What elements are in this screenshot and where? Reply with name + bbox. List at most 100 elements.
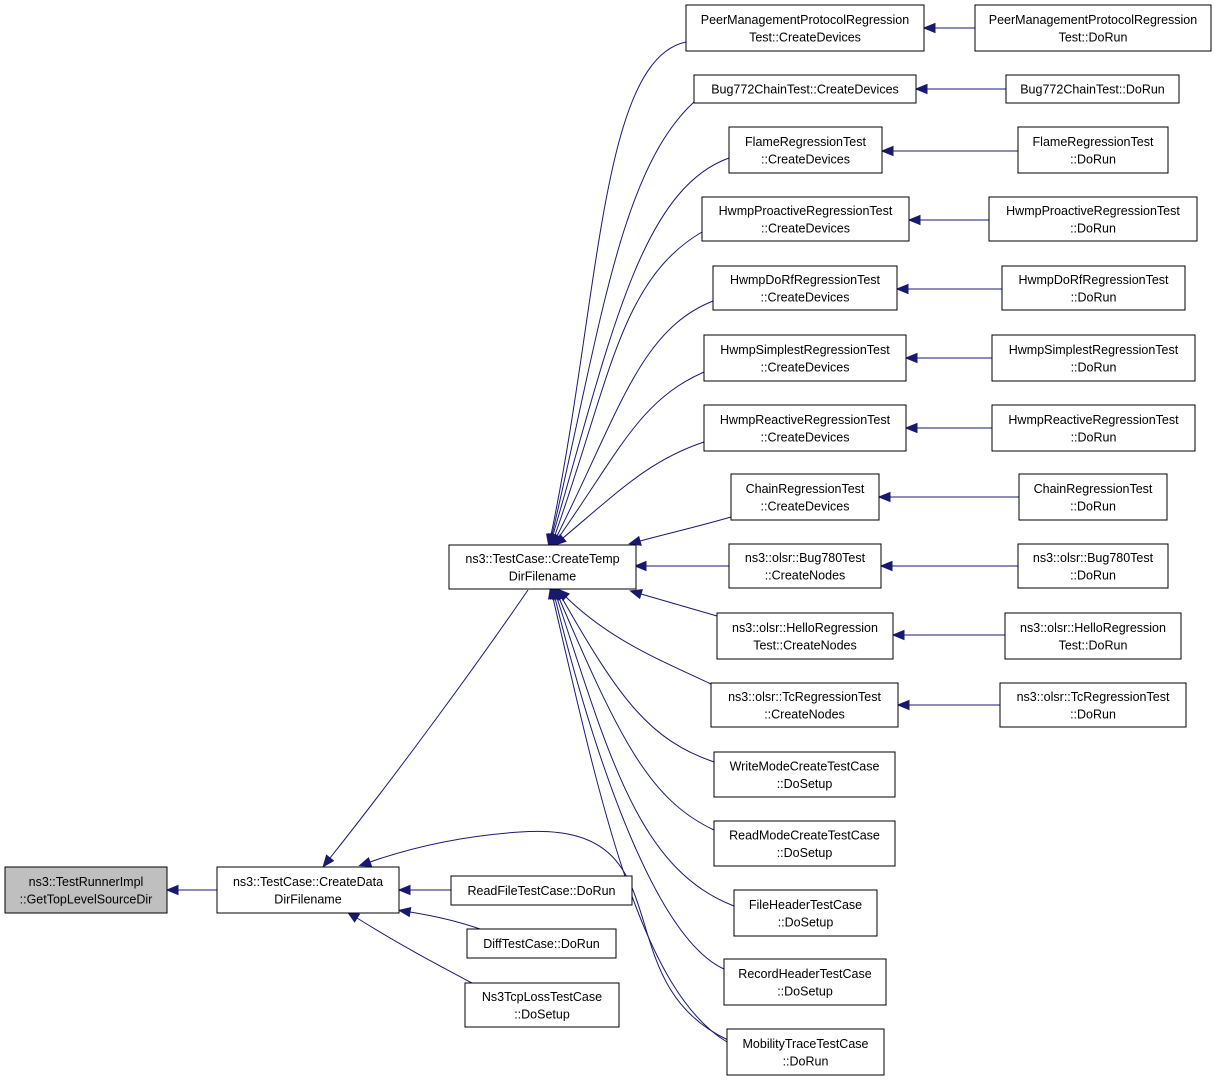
node-bug780-cn[interactable]: ns3::olsr::Bug780Test::CreateNodes <box>728 543 882 589</box>
arrowhead-icon <box>907 214 921 226</box>
node-label-line: FlameRegressionTest <box>1033 135 1154 149</box>
node-label-line: DiffTestCase::DoRun <box>483 937 600 951</box>
node-label-line: Ns3TcpLossTestCase <box>482 990 602 1004</box>
node-box <box>730 473 880 521</box>
node-mob[interactable]: MobilityTraceTestCase::DoRun <box>726 1028 885 1076</box>
node-hdorf-cd[interactable]: HwmpDoRfRegressionTest::CreateDevices <box>712 265 898 311</box>
arrowhead-icon <box>914 83 928 95</box>
node-box <box>1017 543 1169 589</box>
arrowhead-icon <box>397 884 411 896</box>
node-box <box>450 875 633 906</box>
node-wmc[interactable]: WriteModeCreateTestCase::DoSetup <box>713 751 896 798</box>
edge-hdorf_cd-to-temp <box>551 300 714 547</box>
node-label-line: Test::DoRun <box>1059 638 1128 652</box>
edge-mob-to-data <box>358 830 729 1041</box>
node-hpro-cd[interactable]: HwmpProactiveRegressionTest::CreateDevic… <box>701 196 910 242</box>
node-label-line: HwmpReactiveRegressionTest <box>1008 413 1179 427</box>
node-label-line: FileHeaderTestCase <box>749 898 862 912</box>
arrowhead-icon <box>880 145 894 157</box>
node-box <box>713 820 896 867</box>
node-box <box>464 982 620 1028</box>
node-diff[interactable]: DiffTestCase::DoRun <box>466 928 617 959</box>
edge-bug780_run-to-bug780_cn <box>879 560 1019 572</box>
node-label-line: RecordHeaderTestCase <box>738 967 871 981</box>
node-chain-run[interactable]: ChainRegressionTest::DoRun <box>1018 473 1168 521</box>
node-tc-cn[interactable]: ns3::olsr::TcRegressionTest::CreateNodes <box>710 682 899 728</box>
node-label-line: Test::CreateDevices <box>749 30 861 44</box>
node-rh[interactable]: RecordHeaderTestCase::DoSetup <box>723 958 887 1006</box>
node-pmp-cd[interactable]: PeerManagementProtocolRegressionTest::Cr… <box>685 4 925 52</box>
node-pmp-run[interactable]: PeerManagementProtocolRegressionTest::Do… <box>974 4 1212 52</box>
node-bug772-cd[interactable]: Bug772ChainTest::CreateDevices <box>693 74 917 104</box>
node-bug772-run[interactable]: Bug772ChainTest::DoRun <box>1005 74 1180 104</box>
arrowhead-icon <box>165 884 179 896</box>
edge-line <box>561 597 715 763</box>
node-chain-cd[interactable]: ChainRegressionTest::CreateDevices <box>730 473 880 521</box>
node-flame-run[interactable]: FlameRegressionTest::DoRun <box>1017 126 1169 174</box>
node-box <box>712 265 898 311</box>
node-label-line: PeerManagementProtocolRegression <box>989 13 1197 27</box>
edge-data-to-root <box>165 884 217 896</box>
node-label-line: DirFilename <box>274 892 341 906</box>
edge-line <box>639 516 732 542</box>
node-flame-cd[interactable]: FlameRegressionTest::CreateDevices <box>728 126 883 174</box>
node-label-line: ns3::olsr::HelloRegression <box>732 621 878 635</box>
node-label-line: HwmpProactiveRegressionTest <box>719 204 893 218</box>
node-hreac-cd[interactable]: HwmpReactiveRegressionTest::CreateDevice… <box>703 404 907 452</box>
node-label-line: ::CreateDevices <box>761 360 850 374</box>
node-label-line: Bug772ChainTest::DoRun <box>1020 83 1165 97</box>
node-box <box>1001 265 1186 311</box>
edge-hreac_cd-to-temp <box>553 441 705 546</box>
node-label-line: ::DoSetup <box>778 915 834 929</box>
edge-hpro_cd-to-temp <box>550 231 703 547</box>
arrowhead-icon <box>877 491 891 503</box>
node-bug780-run[interactable]: ns3::olsr::Bug780Test::DoRun <box>1017 543 1169 589</box>
arrowhead-icon <box>896 699 910 711</box>
edge-rf-to-data <box>397 884 451 896</box>
node-box <box>710 682 899 728</box>
node-label-line: Bug772ChainTest::CreateDevices <box>711 83 899 97</box>
node-box <box>216 866 400 914</box>
node-hello-cn[interactable]: ns3::olsr::HelloRegressionTest::CreateNo… <box>716 612 894 660</box>
edge-line <box>356 917 473 984</box>
node-label-line: ns3::olsr::Bug780Test <box>1033 551 1154 565</box>
edge-chain_run-to-chain_cd <box>877 491 1019 503</box>
node-hdorf-run[interactable]: HwmpDoRfRegressionTest::DoRun <box>1001 265 1186 311</box>
node-label-line: FlameRegressionTest <box>745 135 866 149</box>
node-hsimp-cd[interactable]: HwmpSimplestRegressionTest::CreateDevice… <box>703 334 907 382</box>
node-label-line: ::CreateDevices <box>761 430 850 444</box>
edge-line <box>558 371 705 538</box>
node-fh[interactable]: FileHeaderTestCase::DoSetup <box>733 889 878 937</box>
node-label-line: HwmpDoRfRegressionTest <box>1018 273 1169 287</box>
node-label-line: ::DoRun <box>1070 152 1116 166</box>
edge-wmc-to-temp <box>555 587 715 763</box>
edge-line <box>558 597 715 831</box>
node-hsimp-run[interactable]: HwmpSimplestRegressionTest::DoRun <box>991 334 1196 382</box>
node-label-line: ::CreateNodes <box>765 568 846 582</box>
node-rf[interactable]: ReadFileTestCase::DoRun <box>450 875 633 906</box>
edge-pmp_run-to-pmp_cd <box>922 22 975 34</box>
node-label-line: ::DoRun <box>1070 221 1116 235</box>
node-tc-run[interactable]: ns3::olsr::TcRegressionTest::DoRun <box>999 682 1187 728</box>
node-hpro-run[interactable]: HwmpProactiveRegressionTest::DoRun <box>988 196 1198 242</box>
call-edges <box>165 22 1019 1043</box>
node-rmc[interactable]: ReadModeCreateTestCase::DoSetup <box>713 820 896 867</box>
arrowhead-icon <box>547 586 559 600</box>
node-box <box>4 866 168 914</box>
node-box <box>1017 126 1169 174</box>
arrowhead-icon <box>358 856 373 867</box>
node-label-line: ::CreateNodes <box>764 707 845 721</box>
edge-line <box>554 597 725 970</box>
node-hreac-run[interactable]: HwmpReactiveRegressionTest::DoRun <box>991 404 1196 452</box>
edge-line <box>409 911 481 930</box>
node-box <box>1004 612 1182 660</box>
node-root[interactable]: ns3::TestRunnerImpl::GetTopLevelSourceDi… <box>4 866 168 914</box>
arrowhead-icon <box>633 560 647 572</box>
node-tcploss[interactable]: Ns3TcpLossTestCase::DoSetup <box>464 982 620 1028</box>
node-box <box>728 126 883 174</box>
edge-line <box>556 300 714 537</box>
